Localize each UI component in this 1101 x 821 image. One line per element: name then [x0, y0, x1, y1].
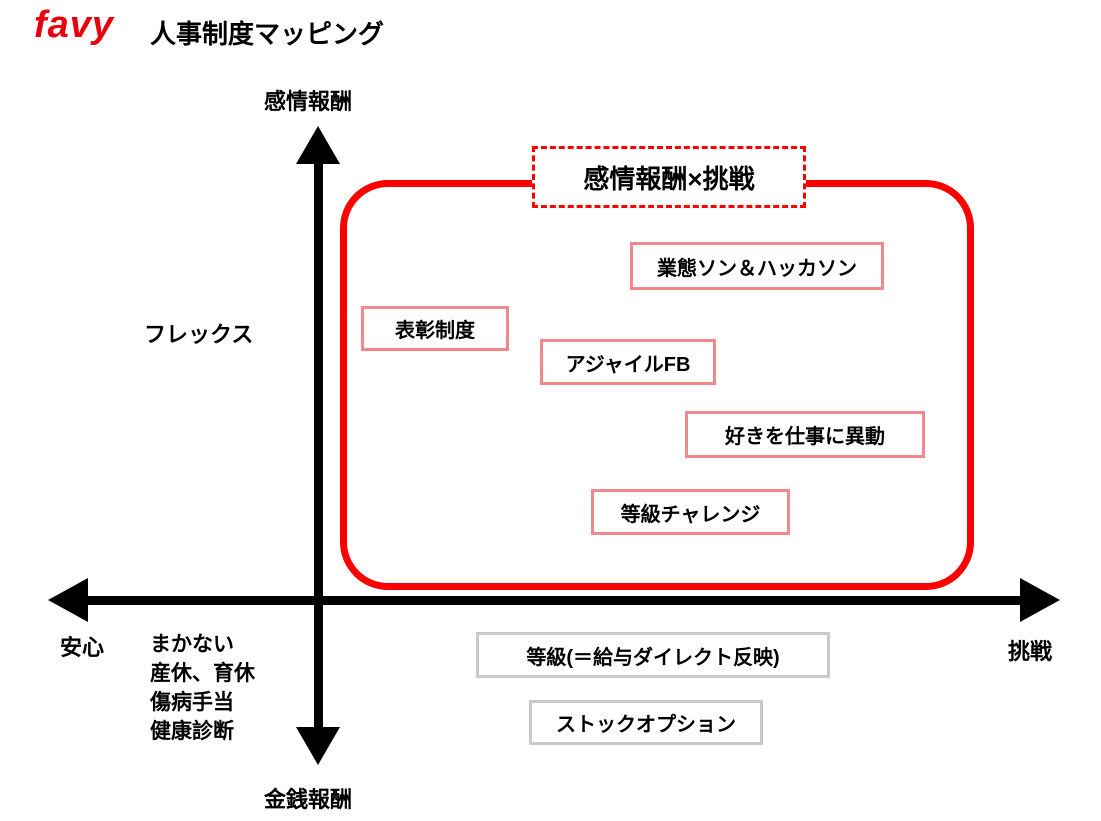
axis-label-monetary-reward: 金銭報酬	[264, 787, 353, 812]
item-box-grade-salary: 等級(＝給与ダイレクト反映)	[476, 632, 830, 678]
item-box-job-transfer: 好きを仕事に異動	[685, 411, 925, 458]
vertical-axis-line	[314, 158, 323, 732]
favy-logo: favy	[34, 4, 115, 46]
horizontal-axis-line	[86, 596, 1024, 605]
axis-label-challenge: 挑戦	[1008, 639, 1053, 664]
axis-label-safety: 安心	[60, 635, 105, 660]
page-title: 人事制度マッピング	[150, 19, 385, 49]
list-item: 傷病手当	[150, 691, 234, 714]
item-box-agile-fb: アジャイルFB	[540, 339, 716, 385]
list-item: 産休、育休	[150, 662, 255, 685]
axis-arrow-left-icon	[48, 578, 88, 622]
item-box-stock-option: ストックオプション	[529, 700, 763, 745]
item-box-hackathon: 業態ソン＆ハッカソン	[630, 242, 884, 290]
axis-arrow-right-icon	[1020, 578, 1060, 622]
item-box-grade-challenge: 等級チャレンジ	[591, 489, 790, 535]
axis-arrow-up-icon	[296, 126, 340, 164]
item-box-commendation: 表彰制度	[361, 306, 509, 351]
safety-benefits-list: まかない 産休、育休 傷病手当 健康診断	[150, 630, 255, 746]
region-title-box: 感情報酬×挑戦	[532, 146, 806, 208]
axis-arrow-down-icon	[296, 727, 340, 765]
list-item: 健康診断	[150, 720, 234, 743]
item-label-flex: フレックス	[144, 322, 254, 347]
list-item: まかない	[150, 633, 234, 656]
axis-label-emotional-reward: 感情報酬	[264, 89, 353, 114]
